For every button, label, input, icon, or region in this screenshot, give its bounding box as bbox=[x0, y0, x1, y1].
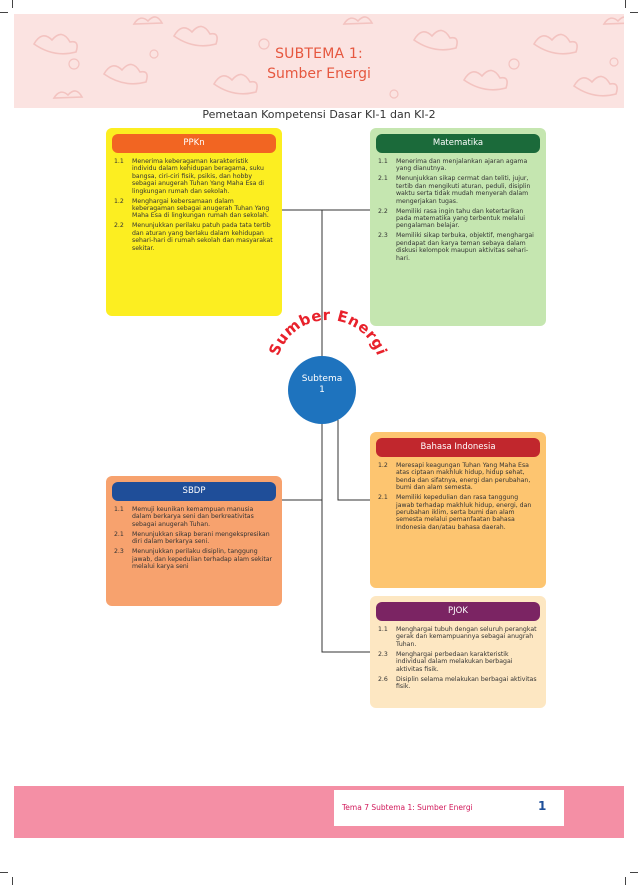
list-item: 2.1 Menunjukkan sikap berani mengekspresi… bbox=[114, 531, 274, 546]
list-item: 2.2 Memiliki rasa ingin tahu dan ketertar… bbox=[378, 208, 538, 230]
svg-text:Sumber Energi: Sumber Energi bbox=[265, 306, 391, 358]
item-number: 2.6 bbox=[378, 675, 388, 683]
item-text: Menunjukkan perilaku patuh pada tata ter… bbox=[132, 222, 273, 252]
item-text: Menerima dan menjalankan ajaran agama ya… bbox=[396, 158, 528, 173]
subtheme-name: Sumber Energi bbox=[267, 66, 371, 82]
list-item: 1.2 Menghargai kebersamaan dalam keberaga… bbox=[114, 198, 274, 220]
crop-mark bbox=[0, 12, 8, 13]
card-matematika: Matematika 1.1 Menerima dan menjalankan a… bbox=[370, 128, 546, 326]
list-item: 2.3 Memiliki sikap terbuka, objektif, men… bbox=[378, 232, 538, 262]
card-ppkn: PPKn 1.1 Menerima keberagaman karakterist… bbox=[106, 128, 282, 316]
item-number: 1.2 bbox=[378, 462, 388, 469]
card-title: SBDP bbox=[112, 482, 276, 501]
list-item: 2.3 Menunjukkan perilaku disiplin, tanggu… bbox=[114, 548, 274, 570]
hub-line2: 1 bbox=[319, 385, 325, 395]
item-text: Menghargai perbedaan karakteristik indiv… bbox=[396, 650, 513, 673]
item-number: 2.2 bbox=[378, 207, 388, 215]
running-title: Tema 7 Subtema 1: Sumber Energi bbox=[342, 803, 473, 812]
item-text: Memuji keunikan kemampuan manusia dalam … bbox=[132, 506, 254, 528]
list-item: 1.1 Memuji keunikan kemampuan manusia dal… bbox=[114, 506, 274, 528]
crop-mark bbox=[625, 877, 626, 885]
item-number: 2.1 bbox=[378, 494, 388, 502]
cloud-pattern bbox=[32, 16, 624, 99]
item-text: Menghargai kebersamaan dalam keberagaman… bbox=[132, 197, 270, 220]
hub-circle: Subtema 1 bbox=[288, 356, 356, 424]
card-bahasa-indonesia: Bahasa Indonesia 1.2 Meresapi keagungan T… bbox=[370, 432, 546, 588]
card-title: Matematika bbox=[376, 134, 540, 153]
item-number: 2.1 bbox=[114, 530, 124, 538]
crop-mark bbox=[12, 0, 13, 8]
list-item: 2.3 Menghargai perbedaan karakteristik in… bbox=[378, 651, 538, 673]
card-title: Bahasa Indonesia bbox=[376, 438, 540, 457]
list-item: 2.2 Menunjukkan perilaku patuh pada tata … bbox=[114, 222, 274, 252]
list-item: 1.2 Meresapi keagungan Tuhan Yang Maha Es… bbox=[378, 462, 538, 492]
header-band bbox=[14, 14, 624, 108]
list-item: 1.1 Menerima dan menjalankan ajaran agama… bbox=[378, 158, 538, 173]
item-number: 2.2 bbox=[114, 222, 124, 230]
crop-mark bbox=[12, 877, 13, 885]
crop-mark bbox=[625, 0, 626, 8]
item-text: Disiplin selama melakukan berbagai aktiv… bbox=[396, 675, 537, 691]
item-text: Menghargai tubuh dengan seluruh perangka… bbox=[396, 626, 537, 648]
item-text: Menerima keberagaman karakteristik indiv… bbox=[132, 158, 264, 195]
card-pjok: PJOK 1.1 Menghargai tubuh dengan seluruh … bbox=[370, 596, 546, 708]
item-number: 1.1 bbox=[114, 506, 124, 513]
item-text: Meresapi keagungan Tuhan Yang Maha Esa a… bbox=[396, 462, 531, 492]
crop-mark bbox=[630, 872, 638, 873]
card-sbdp: SBDP 1.1 Memuji keunikan kemampuan manusi… bbox=[106, 476, 282, 606]
mapping-title: Pemetaan Kompetensi Dasar KI-1 dan KI-2 bbox=[202, 108, 436, 121]
list-item: 1.1 Menerima keberagaman karakteristik in… bbox=[114, 158, 274, 195]
crop-mark bbox=[0, 872, 8, 873]
item-number: 2.3 bbox=[378, 232, 388, 240]
crop-mark bbox=[630, 12, 638, 13]
item-number: 2.1 bbox=[378, 175, 388, 183]
item-number: 1.1 bbox=[378, 158, 388, 165]
item-number: 1.1 bbox=[114, 158, 124, 165]
item-number: 1.1 bbox=[378, 626, 388, 633]
card-title: PPKn bbox=[112, 134, 276, 153]
list-item: 2.1 Menunjukkan sikap cermat dan teliti, … bbox=[378, 175, 538, 205]
item-number: 1.2 bbox=[114, 197, 124, 205]
item-text: Memiliki kepedulian dan rasa tanggung ja… bbox=[396, 494, 532, 531]
page-number: 1 bbox=[538, 799, 547, 813]
list-item: 2.1 Memiliki kepedulian dan rasa tanggung… bbox=[378, 494, 538, 531]
footer-label-box bbox=[334, 790, 564, 826]
item-text: Memiliki sikap terbuka, objektif, mengha… bbox=[396, 232, 534, 262]
arc-title-text: Sumber Energi bbox=[265, 306, 390, 358]
subtheme-label: SUBTEMA 1: bbox=[275, 46, 363, 62]
hub-line1: Subtema bbox=[301, 374, 343, 384]
item-text: Menunjukkan sikap cermat dan teliti, juj… bbox=[396, 175, 531, 205]
item-text: Menunjukkan sikap berani mengekspresikan… bbox=[132, 530, 270, 546]
item-text: Memiliki rasa ingin tahu dan ketertarika… bbox=[396, 207, 525, 230]
item-number: 2.3 bbox=[378, 650, 388, 658]
item-number: 2.3 bbox=[114, 548, 124, 556]
card-title: PJOK bbox=[376, 602, 540, 621]
list-item: 2.6 Disiplin selama melakukan berbagai ak… bbox=[378, 676, 538, 691]
item-text: Menunjukkan perilaku disiplin, tanggung … bbox=[132, 548, 273, 571]
list-item: 1.1 Menghargai tubuh dengan seluruh peran… bbox=[378, 626, 538, 648]
